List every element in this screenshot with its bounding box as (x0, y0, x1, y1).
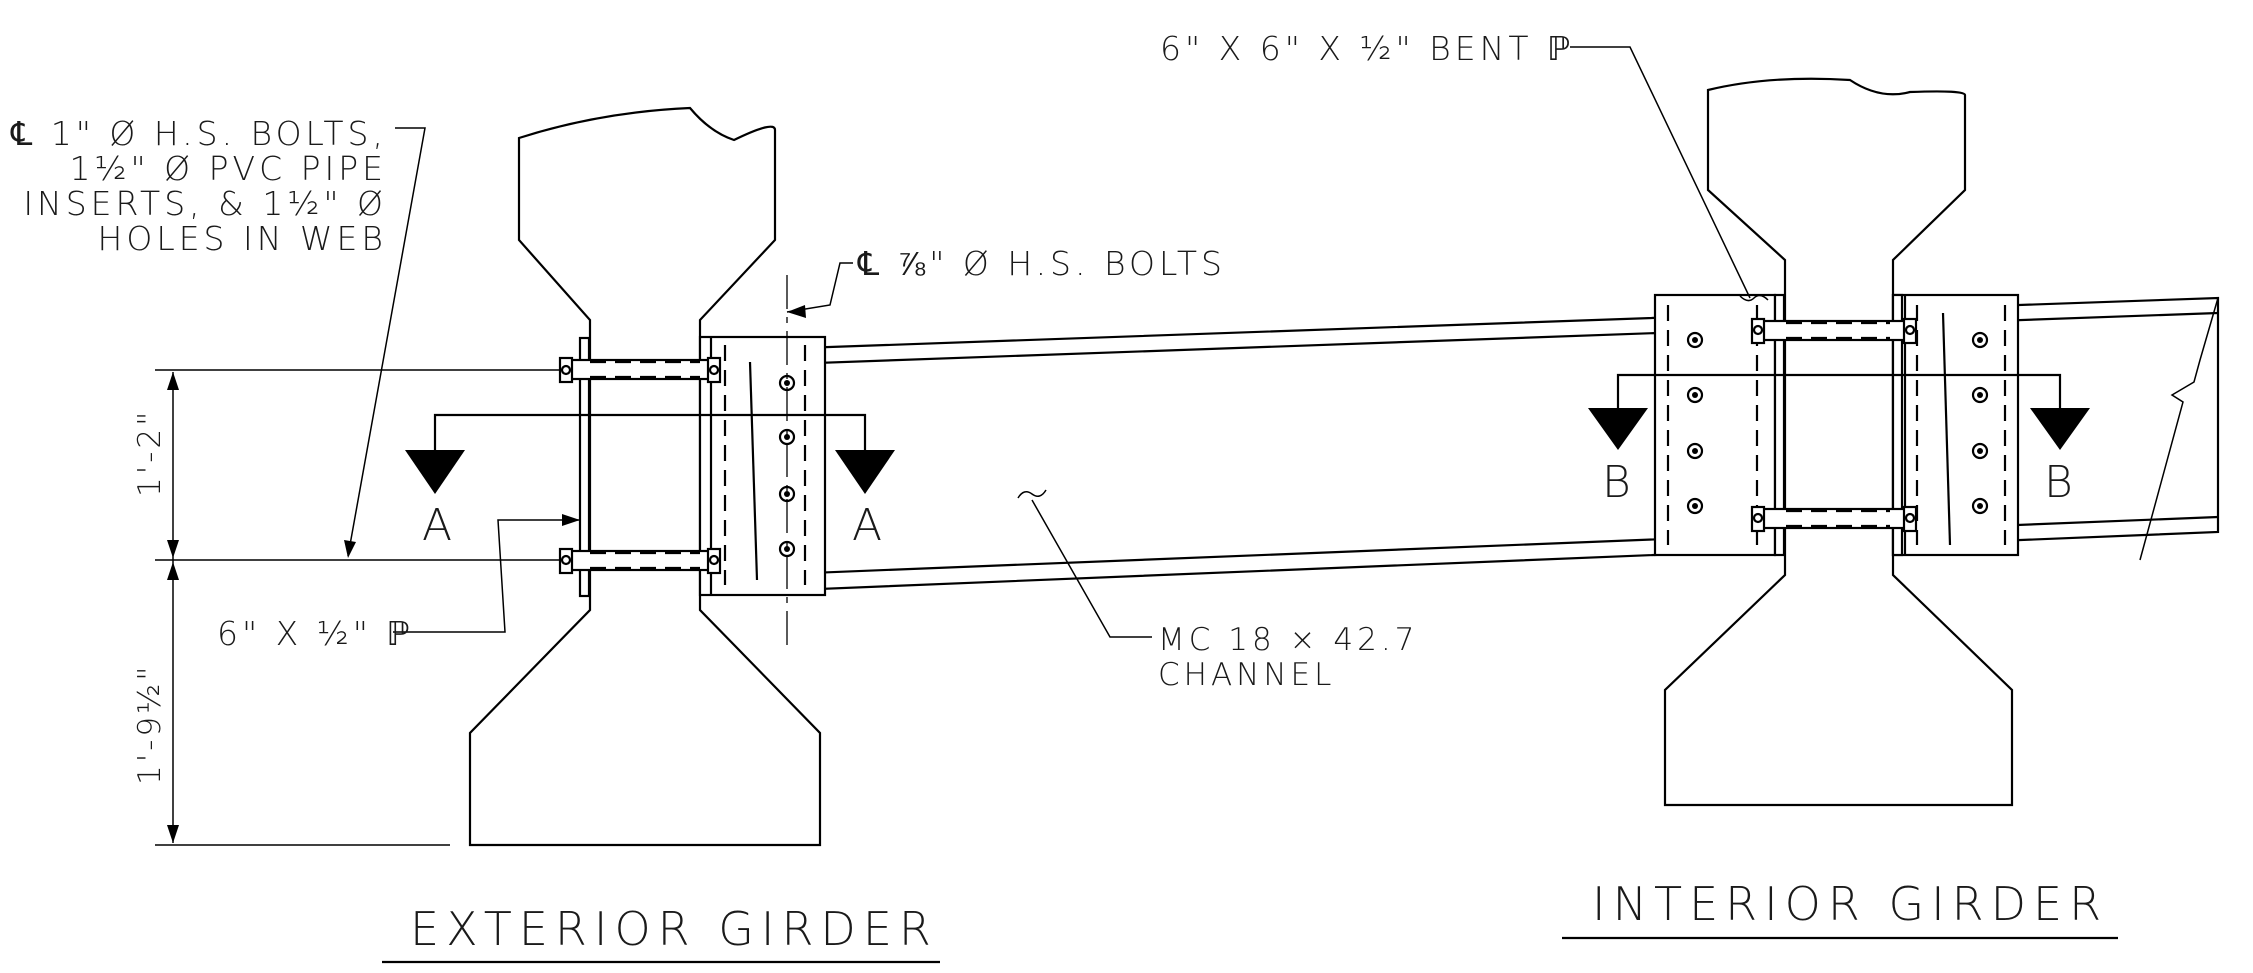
title-interior: INTERIOR GIRDER (1562, 877, 2118, 940)
callout-small-bolts: ℄ ⅞" Ø H.S. BOLTS (857, 244, 1226, 283)
section-cut-b: B B (1588, 373, 2090, 508)
title-exterior-text: EXTERIOR GIRDER (410, 902, 938, 956)
title-interior-text: INTERIOR GIRDER (1592, 877, 2108, 931)
section-label-b-left: B (1602, 457, 1631, 508)
section-cut-a: A A (405, 413, 895, 551)
section-label-b-right: B (2044, 457, 2073, 508)
leader-lines (344, 46, 1769, 638)
note-line-4: HOLES IN WEB (98, 219, 387, 258)
note-line-2: 1½" Ø PVC PIPE (69, 149, 387, 188)
section-label-a-right: A (852, 500, 882, 551)
section-label-a-left: A (422, 500, 452, 551)
exterior-connection (558, 275, 827, 650)
interior-girder (1663, 77, 2014, 807)
dimension-upper: 1'-2" (132, 409, 168, 497)
callout-channel-line-2: CHANNEL (1158, 657, 1335, 693)
callout-bent-plate: 6" X 6" X ½" BENT ℙ (1160, 29, 1574, 68)
callout-channel-line-1: MC 18 × 42.7 (1158, 622, 1418, 658)
note-line-3: INSERTS, & 1½" Ø (23, 184, 387, 223)
channel-bolts-interior (1686, 331, 1989, 515)
interior-connection (1653, 293, 2020, 557)
callout-plate: 6" X ½" ℙ (217, 614, 414, 653)
title-exterior: EXTERIOR GIRDER (382, 902, 940, 964)
dimension-chain: 1'-2" 1'-9½" (132, 369, 560, 846)
note-line-1: ℄ 1" Ø H.S. BOLTS, (10, 114, 387, 153)
dimension-lower: 1'-9½" (132, 664, 168, 785)
exterior-girder (468, 106, 822, 847)
callout-bolt-note: ℄ 1" Ø H.S. BOLTS, 1½" Ø PVC PIPE INSERT… (10, 114, 387, 258)
